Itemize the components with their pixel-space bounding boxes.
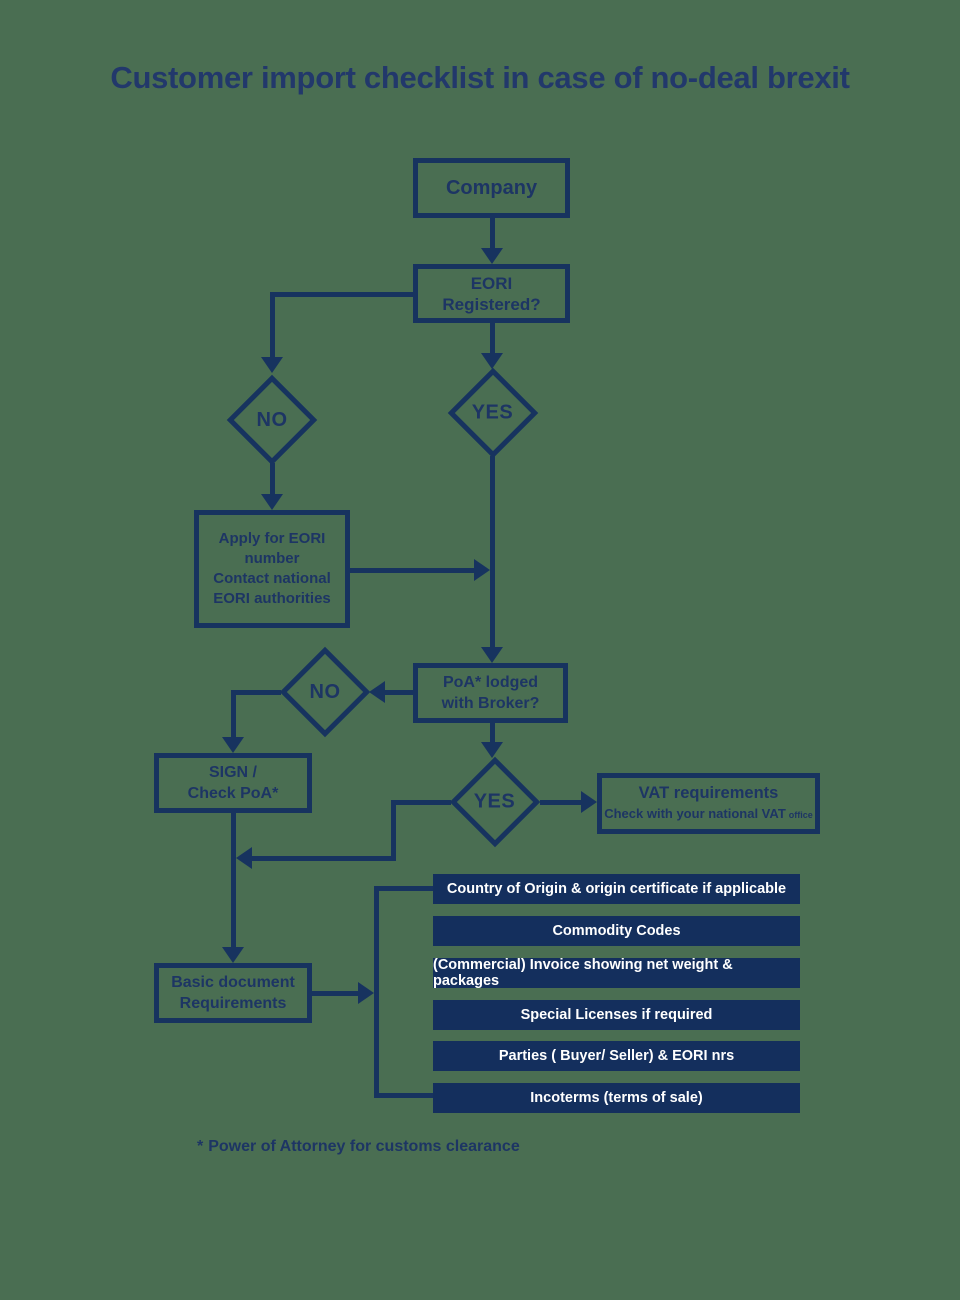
- node-basic-docs-label: Basic document Requirements: [171, 974, 295, 1012]
- node-sign-poa-label: SIGN / Check PoA*: [187, 764, 279, 802]
- vat-subtitle-office: office: [788, 809, 813, 820]
- connector-no-sign: [231, 690, 236, 748]
- connector-yes-poa: [490, 456, 495, 649]
- decision-yes-eori-label: YES: [472, 401, 514, 424]
- connector-basic-bracket: [312, 991, 359, 996]
- node-apply-eori: Apply for EORI number Contact national E…: [194, 510, 350, 628]
- footnote-text: Power of Attorney for customs clearance: [208, 1138, 520, 1155]
- connector-yes-return: [251, 856, 396, 861]
- node-apply-eori-label: Apply for EORI number Contact national E…: [213, 530, 331, 607]
- checklist-item-commodity-codes: Commodity Codes: [433, 916, 800, 946]
- connector-poa-yes-arrowhead: [481, 742, 503, 758]
- connector-yes-return-arrowhead: [236, 847, 252, 869]
- connector-eori-no-arrowhead: [261, 357, 283, 373]
- connector-no-sign: [231, 690, 281, 695]
- bracket-line: [379, 886, 433, 891]
- node-sign-poa: SIGN / Check PoA*: [154, 753, 312, 813]
- checklist-item-invoice: (Commercial) Invoice showing net weight …: [433, 957, 800, 989]
- connector-eori-yes-arrowhead: [481, 353, 503, 369]
- flowchart-title: Customer import checklist in case of no-…: [110, 60, 850, 95]
- connector-yes-return: [391, 800, 396, 861]
- connector-eori-no: [270, 292, 415, 297]
- vat-subtitle-text: Check with your national VAT: [604, 805, 786, 821]
- decision-yes-eori: YES: [447, 367, 539, 459]
- checklist-item-country-of-origin: Country of Origin & origin certificate i…: [433, 874, 800, 904]
- footnote-asterisk: *: [197, 1138, 204, 1155]
- connector-eori-no: [270, 292, 275, 357]
- node-poa-lodged-label: PoA* lodged with Broker?: [441, 674, 540, 712]
- connector-company-eori: [490, 218, 495, 251]
- node-basic-docs: Basic document Requirements: [154, 963, 312, 1023]
- connector-no-apply: [270, 463, 275, 496]
- connector-no-sign-arrowhead: [222, 737, 244, 753]
- node-vat-requirements-label: VAT requirements Check with your nationa…: [604, 783, 813, 824]
- node-vat-requirements: VAT requirements Check with your nationa…: [597, 773, 820, 834]
- decision-no-eori-label: NO: [256, 408, 288, 431]
- connector-company-eori-arrowhead: [481, 248, 503, 264]
- connector-poa-no-arrowhead: [369, 681, 385, 703]
- node-eori-registered: EORI Registered?: [413, 264, 570, 323]
- connector-sign-basic: [231, 813, 236, 949]
- connector-yes-vat-arrowhead: [581, 791, 597, 813]
- node-poa-lodged: PoA* lodged with Broker?: [413, 663, 568, 723]
- connector-no-apply-arrowhead: [261, 494, 283, 510]
- checklist-item-incoterms: Incoterms (terms of sale): [433, 1083, 800, 1113]
- connector-poa-no: [385, 690, 413, 695]
- node-company-label: Company: [445, 176, 538, 199]
- vat-title: VAT requirements: [638, 784, 779, 803]
- connector-yes-poa-arrowhead: [481, 647, 503, 663]
- connector-eori-yes: [490, 323, 495, 357]
- connector-basic-bracket-arrowhead: [358, 982, 374, 1004]
- bracket-line: [374, 886, 379, 1098]
- decision-no-poa: NO: [279, 646, 371, 738]
- decision-yes-poa-label: YES: [474, 790, 516, 813]
- connector-yes-vat: [540, 800, 582, 805]
- connector-apply-join-arrowhead: [474, 559, 490, 581]
- connector-apply-join: [350, 568, 475, 573]
- bracket-line: [379, 1093, 433, 1098]
- decision-yes-poa: YES: [449, 756, 541, 848]
- decision-no-eori: NO: [226, 374, 318, 466]
- connector-yes-return: [391, 800, 451, 805]
- node-company: Company: [413, 158, 570, 218]
- checklist-item-special-licenses: Special Licenses if required: [433, 1000, 800, 1030]
- checklist-item-parties: Parties ( Buyer/ Seller) & EORI nrs: [433, 1041, 800, 1071]
- node-eori-registered-label: EORI Registered?: [442, 273, 541, 314]
- connector-sign-basic-arrowhead: [222, 947, 244, 963]
- connector-poa-yes: [490, 723, 495, 753]
- decision-no-poa-label: NO: [309, 680, 341, 703]
- footnote: *Power of Attorney for customs clearance: [197, 1138, 520, 1156]
